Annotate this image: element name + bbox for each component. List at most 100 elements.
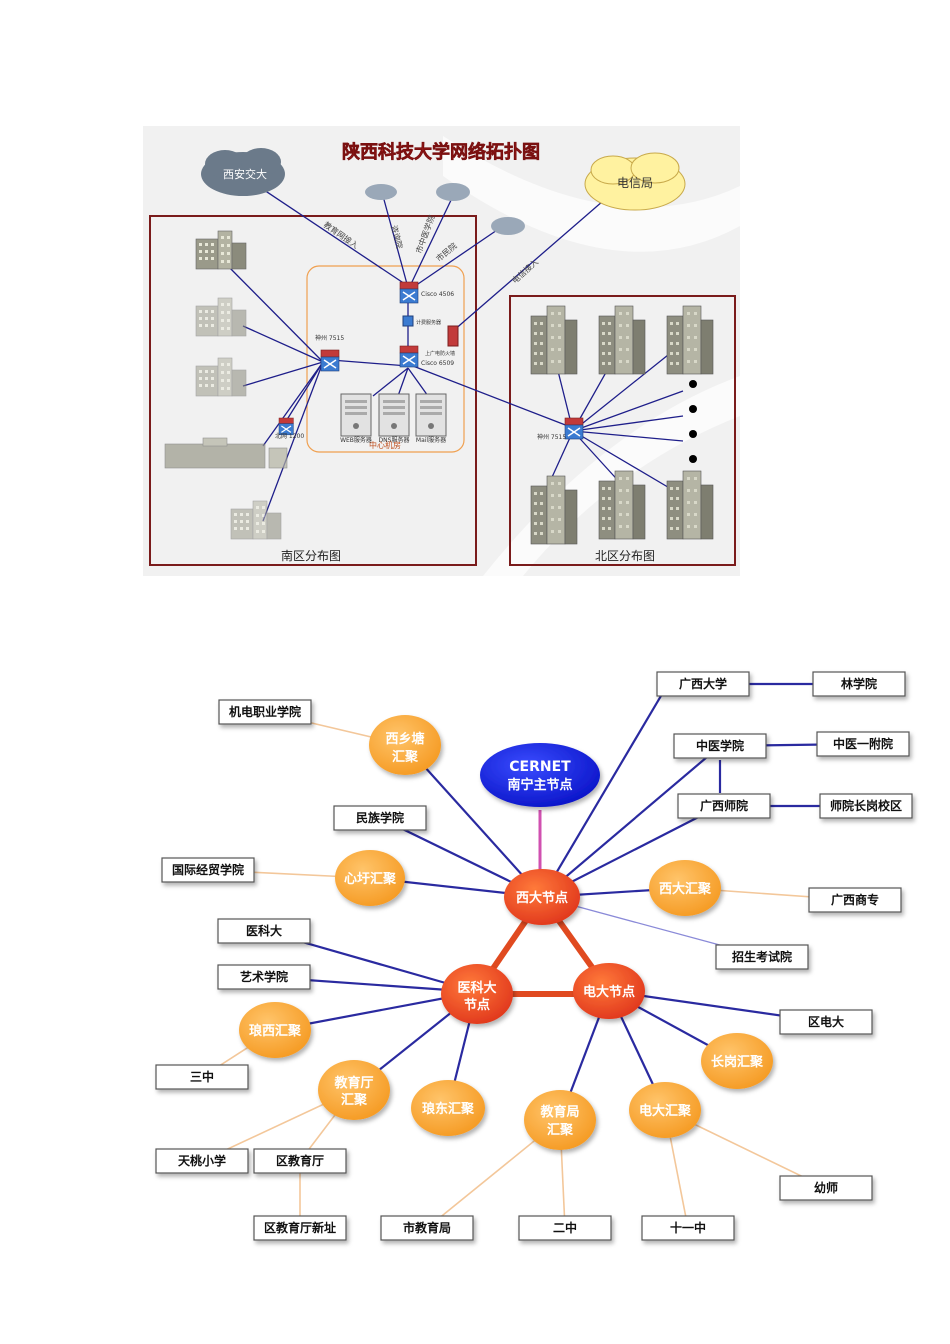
- firewall-label: 上广电防火墙: [425, 350, 455, 357]
- agg-xixiangtang-label-2: 汇聚: [392, 750, 419, 765]
- box-yishu-label: 艺术学院: [240, 969, 288, 984]
- cloud-small-2: [436, 183, 470, 201]
- agg-langdong-label: 琅东汇聚: [422, 1101, 475, 1117]
- agg-langdong: [411, 1080, 485, 1136]
- agg-jiaoyuting-label-2: 汇聚: [341, 1093, 368, 1108]
- agg-jiaoyuting-label-1: 教育厅: [333, 1075, 373, 1091]
- hub-dianda: [573, 963, 645, 1019]
- south-area-label: 南区分布图: [281, 548, 341, 563]
- agg-jiaoyuju: [524, 1090, 596, 1150]
- center-room-label: 中心机房: [369, 440, 401, 450]
- box-shiyuan: [677, 793, 771, 819]
- box-shangzhuan: [808, 887, 902, 913]
- box-zhongyi-label: 中医学院: [696, 738, 744, 753]
- box-guoji-label: 国际经贸学院: [172, 862, 244, 877]
- box-yikeda-label: 医科大: [246, 923, 282, 938]
- box-qujiaoyuting-label: 区教育厅: [276, 1153, 324, 1168]
- box-erzhong: [518, 1215, 612, 1241]
- box-shiyizhong-label: 十一中: [670, 1220, 706, 1235]
- north-area-frame: [509, 295, 736, 566]
- box-xinzhi-label: 区教育厅新址: [264, 1220, 336, 1235]
- box-yishu: [217, 964, 311, 990]
- hub-yike: [441, 964, 513, 1024]
- north-area-label: 北区分布图: [595, 549, 655, 563]
- mgmt-server-icon: [402, 315, 414, 327]
- cloud-xian-jiaoda-label: 西安交大: [223, 167, 267, 181]
- box-linxy-label: 林学院: [841, 676, 877, 691]
- north-switch-label: 神州 7515: [537, 433, 566, 441]
- center-room-frame: [306, 265, 465, 453]
- agg-dianda-label: 电大汇聚: [639, 1103, 692, 1119]
- south-building-long: [164, 437, 288, 469]
- south-switch-label: 神州 7515: [315, 334, 344, 342]
- agg-xinxu: [335, 850, 405, 906]
- box-qujiaoyuting: [253, 1148, 347, 1174]
- box-erzhong-label: 二中: [553, 1220, 577, 1235]
- diagram1-title: 陕西科技大学网络拓扑图: [342, 141, 540, 163]
- cernet-label-2: 南宁主节点: [507, 777, 572, 793]
- agg-jiaoyuting: [318, 1060, 390, 1120]
- agg-xixiangtang-label-1: 西乡塘: [385, 731, 424, 747]
- box-guoji: [161, 857, 255, 883]
- box-youshi-label: 幼师: [814, 1180, 838, 1195]
- cloud-telecom-label: 电信局: [617, 176, 653, 190]
- box-gxdx-label: 广西大学: [679, 676, 727, 691]
- cernet-label-1: CERNET: [509, 759, 571, 775]
- box-gxdx: [656, 671, 750, 697]
- agg-xida-label: 西大汇聚: [659, 881, 712, 897]
- box-yikeda: [217, 918, 311, 944]
- box-sanzhong-label: 三中: [190, 1069, 214, 1084]
- box-shangzhuan-label: 广西商专: [831, 892, 879, 907]
- agg-langxi-label: 琅西汇聚: [249, 1023, 302, 1039]
- hub-xida: [504, 869, 580, 925]
- cloud-xian-jiaoda: 西安交大: [201, 148, 285, 196]
- box-qudianda: [779, 1009, 873, 1035]
- box-minzu-label: 民族学院: [356, 810, 404, 825]
- server-mail-label: Mail服务器: [416, 436, 446, 444]
- box-youshi: [779, 1175, 873, 1201]
- box-jidian: [218, 699, 312, 725]
- hub-xida-label: 西大节点: [516, 890, 568, 906]
- server-dns-label: DNS服务器: [379, 436, 410, 444]
- cloud-small-1: [365, 184, 397, 200]
- box-sanzhong: [155, 1064, 249, 1090]
- firewall-icon: [447, 325, 459, 347]
- hub-dianda-label: 电大节点: [583, 984, 635, 1000]
- cloud-telecom: 电信局: [584, 152, 686, 211]
- box-zhaosheng: [715, 944, 809, 970]
- cernet-node: [480, 743, 600, 807]
- box-shijiaoyuju: [380, 1215, 474, 1241]
- agg-changgang-label: 长岗汇聚: [711, 1054, 764, 1070]
- agg-dianda: [629, 1082, 701, 1138]
- core-top-label: Cisco 4506: [421, 291, 454, 298]
- box-zhongyifuyuan-label: 中医一附院: [833, 736, 893, 751]
- box-linxy: [812, 671, 906, 697]
- box-changgangxiaoqu-label: 师院长岗校区: [830, 798, 902, 813]
- agg-xida: [649, 860, 721, 916]
- box-zhongyi: [673, 733, 767, 759]
- hub-yike-label-2: 节点: [464, 997, 490, 1013]
- agg-jiaoyuju-label-1: 教育局: [539, 1104, 579, 1120]
- cloud-small-3: [491, 217, 525, 235]
- core-bottom-label: Cisco 6509: [421, 360, 454, 367]
- box-jidian-label: 机电职业学院: [229, 704, 301, 719]
- box-zhongyifuyuan: [816, 731, 910, 757]
- server-web-label: WEB服务器: [340, 436, 372, 444]
- agg-changgang: [701, 1033, 773, 1089]
- agg-jiaoyuju-label-2: 汇聚: [547, 1123, 574, 1138]
- box-tiantao: [155, 1148, 249, 1174]
- box-xinzhi: [253, 1215, 347, 1241]
- box-changgangxiaoqu: [819, 793, 913, 819]
- box-tiantao-label: 天桃小学: [178, 1153, 226, 1168]
- agg-langxi: [239, 1002, 311, 1058]
- hub-yike-label-1: 医科大: [457, 980, 496, 996]
- campus-network-diagram: 陕西科技大学网络拓扑图 西安交大: [143, 126, 740, 576]
- box-zhaosheng-label: 招生考试院: [732, 949, 792, 964]
- box-shiyizhong: [641, 1215, 735, 1241]
- south-sub-label: 北网 1200: [275, 432, 304, 440]
- box-shiyuan-label: 广西师院: [700, 798, 748, 813]
- ellipsis-dots: [689, 380, 697, 463]
- box-minzu: [333, 805, 427, 831]
- agg-xinxu-label: 心圩汇聚: [344, 872, 397, 887]
- box-shijiaoyuju-label: 市教育局: [403, 1220, 451, 1235]
